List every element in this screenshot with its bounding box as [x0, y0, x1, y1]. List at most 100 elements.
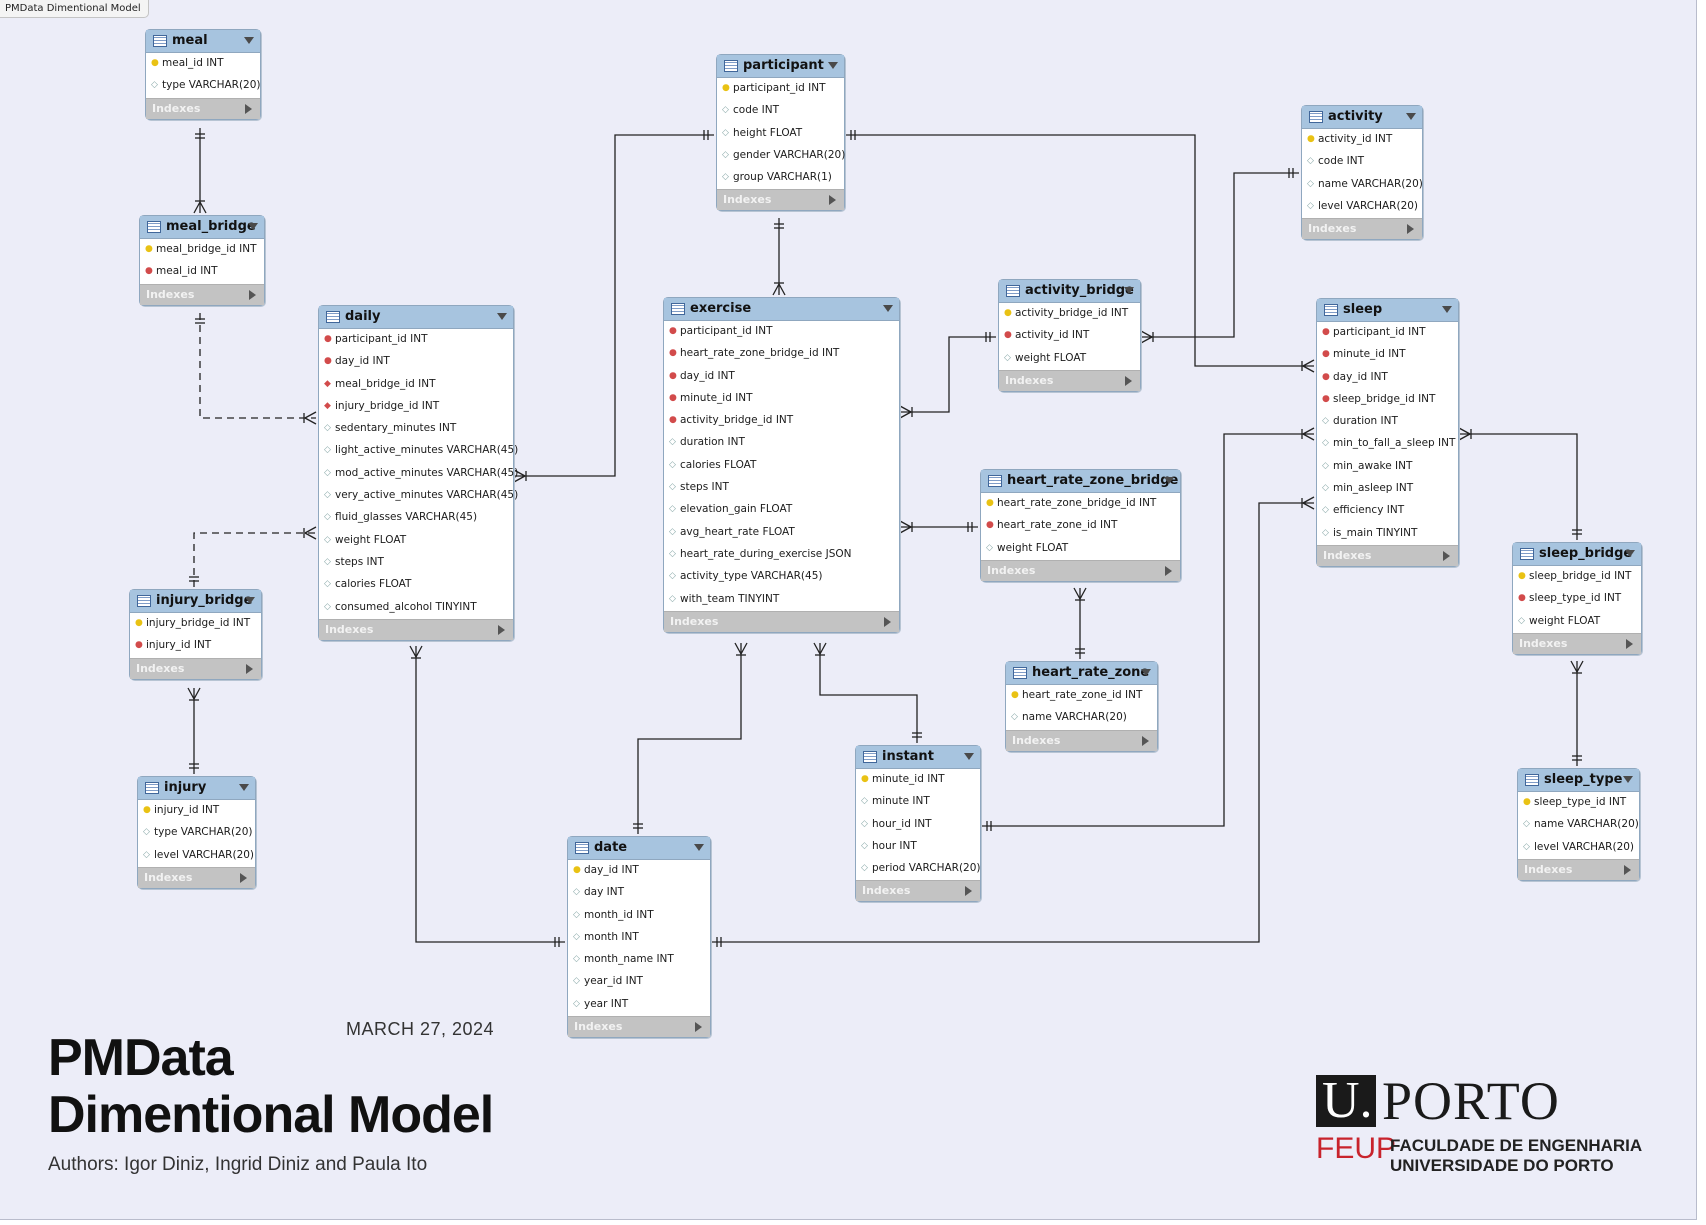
column-row[interactable]: ◇duration INT — [1317, 411, 1458, 433]
collapse-arrow-icon[interactable] — [1623, 776, 1633, 783]
indexes-section[interactable]: Indexes — [1006, 729, 1157, 751]
column-row[interactable]: ◇very_active_minutes VARCHAR(45) — [319, 485, 518, 507]
column-row[interactable]: ◇type VARCHAR(20) — [146, 75, 261, 97]
diagram-tab-title[interactable]: PMData Dimentional Model — [0, 0, 149, 18]
column-row[interactable]: ●participant_id INT — [717, 78, 844, 100]
table-sleep-bridge[interactable]: sleep_bridge●sleep_bridge_id INT●sleep_t… — [1512, 542, 1642, 655]
table-header[interactable]: injury — [138, 777, 255, 800]
column-row[interactable]: ●heart_rate_zone_id INT — [981, 515, 1180, 537]
column-row[interactable]: ◇min_asleep INT — [1317, 478, 1458, 500]
collapse-arrow-icon[interactable] — [245, 597, 255, 604]
table-header[interactable]: meal — [146, 30, 260, 53]
relationship-sleep-bridge-to-sleep[interactable] — [1458, 427, 1582, 540]
expand-arrow-icon[interactable] — [1407, 224, 1414, 235]
column-row[interactable]: ◇min_to_fall_a_sleep INT — [1317, 433, 1458, 455]
collapse-arrow-icon[interactable] — [828, 62, 838, 69]
column-row[interactable]: ◇avg_heart_rate FLOAT — [664, 522, 899, 544]
expand-arrow-icon[interactable] — [1165, 565, 1172, 576]
column-row[interactable]: ●day_id INT — [319, 351, 513, 373]
column-row[interactable]: ◇calories FLOAT — [319, 574, 513, 596]
column-row[interactable]: ◇consumed_alcohol TINYINT — [319, 597, 513, 619]
column-row[interactable]: ◇min_awake INT — [1317, 456, 1458, 478]
table-header[interactable]: daily — [319, 306, 513, 329]
column-row[interactable]: ◇month INT — [568, 927, 710, 949]
column-row[interactable]: ◇code INT — [1302, 151, 1422, 173]
table-header[interactable]: heart_rate_zone_bridge — [981, 470, 1180, 493]
column-row[interactable]: ●activity_id INT — [1302, 129, 1422, 151]
expand-arrow-icon[interactable] — [1626, 638, 1633, 649]
column-row[interactable]: ◇level VARCHAR(20) — [1302, 196, 1422, 218]
table-date[interactable]: date●day_id INT◇day INT◇month_id INT◇mon… — [567, 836, 711, 1039]
table-exercise[interactable]: exercise●participant_id INT●heart_rate_z… — [663, 297, 900, 633]
column-row[interactable]: ◇code INT — [717, 100, 844, 122]
table-sleep[interactable]: sleep●participant_id INT●minute_id INT●d… — [1316, 298, 1459, 567]
expand-arrow-icon[interactable] — [965, 886, 972, 897]
column-row[interactable]: ●minute_id INT — [856, 769, 980, 791]
indexes-section[interactable]: Indexes — [138, 866, 255, 888]
column-row[interactable]: ◇weight FLOAT — [999, 348, 1140, 370]
column-row[interactable]: ●sleep_bridge_id INT — [1513, 566, 1641, 588]
indexes-section[interactable]: Indexes — [1317, 544, 1458, 566]
column-row[interactable]: ◆injury_bridge_id INT — [319, 396, 513, 418]
indexes-section[interactable]: Indexes — [856, 880, 980, 902]
expand-arrow-icon[interactable] — [1624, 864, 1631, 875]
expand-arrow-icon[interactable] — [1142, 735, 1149, 746]
table-header[interactable]: instant — [856, 746, 980, 769]
column-row[interactable]: ◇gender VARCHAR(20) — [717, 145, 845, 167]
table-header[interactable]: meal_bridge — [140, 216, 264, 239]
table-daily[interactable]: daily●participant_id INT●day_id INT◆meal… — [318, 305, 518, 641]
column-row[interactable]: ●meal_bridge_id INT — [140, 239, 264, 261]
column-row[interactable]: ◇month_id INT — [568, 905, 710, 927]
expand-arrow-icon[interactable] — [246, 663, 253, 674]
column-row[interactable]: ◇light_active_minutes VARCHAR(45) — [319, 440, 518, 462]
column-row[interactable]: ●heart_rate_zone_id INT — [1006, 685, 1157, 707]
column-row[interactable]: ◇name VARCHAR(20) — [1518, 814, 1639, 836]
column-row[interactable]: ●day_id INT — [664, 366, 899, 388]
table-header[interactable]: activity — [1302, 106, 1422, 129]
column-row[interactable]: ●injury_bridge_id INT — [130, 613, 261, 635]
expand-arrow-icon[interactable] — [1125, 375, 1132, 386]
collapse-arrow-icon[interactable] — [883, 305, 893, 312]
column-row[interactable]: ●injury_id INT — [130, 635, 261, 657]
column-row[interactable]: ◇name VARCHAR(20) — [1006, 707, 1157, 729]
collapse-arrow-icon[interactable] — [1442, 306, 1452, 313]
collapse-arrow-icon[interactable] — [239, 784, 249, 791]
column-row[interactable]: ◇weight FLOAT — [319, 530, 513, 552]
indexes-section[interactable]: Indexes — [1518, 858, 1639, 880]
indexes-section[interactable]: Indexes — [319, 618, 513, 640]
column-row[interactable]: ◇group VARCHAR(1) — [717, 167, 844, 189]
table-injury-bridge[interactable]: injury_bridge●injury_bridge_id INT●injur… — [129, 589, 262, 680]
relationship-activity-to-activity-bridge[interactable] — [1140, 168, 1299, 344]
column-row[interactable]: ◇duration INT — [664, 432, 899, 454]
column-row[interactable]: ●activity_bridge_id INT — [999, 303, 1140, 325]
column-row[interactable]: ●participant_id INT — [1317, 322, 1458, 344]
table-header[interactable]: participant — [717, 55, 844, 78]
collapse-arrow-icon[interactable] — [1406, 113, 1416, 120]
column-row[interactable]: ●sleep_type_id INT — [1518, 792, 1639, 814]
column-row[interactable]: ◇steps INT — [664, 477, 899, 499]
column-row[interactable]: ◇elevation_gain FLOAT — [664, 499, 899, 521]
column-row[interactable]: ◇type VARCHAR(20) — [138, 822, 255, 844]
table-header[interactable]: exercise — [664, 298, 899, 321]
relationship-activity-bridge-to-exercise[interactable] — [899, 332, 996, 419]
relationship-instant-to-exercise[interactable] — [813, 642, 922, 743]
indexes-section[interactable]: Indexes — [568, 1016, 710, 1038]
column-row[interactable]: ◇month_name INT — [568, 949, 710, 971]
relationship-instant-to-sleep[interactable] — [981, 427, 1315, 831]
column-row[interactable]: ◇heart_rate_during_exercise JSON — [664, 544, 899, 566]
column-row[interactable]: ◆meal_bridge_id INT — [319, 374, 513, 396]
table-activity-bridge[interactable]: activity_bridge●activity_bridge_id INT●a… — [998, 279, 1141, 392]
column-row[interactable]: ◇day INT — [568, 882, 710, 904]
column-row[interactable]: ●day_id INT — [568, 860, 710, 882]
table-header[interactable]: sleep_bridge — [1513, 543, 1641, 566]
expand-arrow-icon[interactable] — [240, 872, 247, 883]
column-row[interactable]: ◇activity_type VARCHAR(45) — [664, 566, 899, 588]
relationship-injury-bridge-to-daily[interactable] — [189, 526, 317, 587]
expand-arrow-icon[interactable] — [884, 616, 891, 627]
indexes-section[interactable]: Indexes — [981, 559, 1180, 581]
indexes-section[interactable]: Indexes — [130, 657, 261, 679]
column-row[interactable]: ●day_id INT — [1317, 367, 1458, 389]
column-row[interactable]: ●injury_id INT — [138, 800, 255, 822]
collapse-arrow-icon[interactable] — [1164, 477, 1174, 484]
collapse-arrow-icon[interactable] — [244, 37, 254, 44]
